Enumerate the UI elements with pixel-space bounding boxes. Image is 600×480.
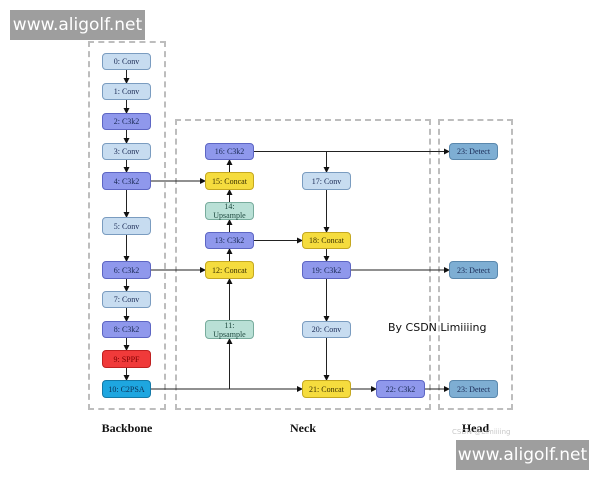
node-1-conv[interactable]: 1: Conv xyxy=(102,83,151,100)
node-17-conv[interactable]: 17: Conv xyxy=(302,172,351,190)
node-23-detect-medium[interactable]: 23: Detect xyxy=(449,261,498,279)
credit-text: By CSDN Limiiiing xyxy=(388,321,487,334)
neck-group xyxy=(175,119,431,410)
node-3-conv[interactable]: 3: Conv xyxy=(102,143,151,160)
node-18-concat[interactable]: 18: Concat xyxy=(302,232,351,249)
node-10-c2psa[interactable]: 10: C2PSA xyxy=(102,380,151,398)
node-0-conv[interactable]: 0: Conv xyxy=(102,53,151,70)
node-8-c3k2[interactable]: 8: C3k2 xyxy=(102,321,151,338)
csdn-watermark: CSDN @Limiiiing xyxy=(452,428,511,436)
head-group xyxy=(438,119,513,410)
node-15-concat[interactable]: 15: Concat xyxy=(205,172,254,190)
node-7-conv[interactable]: 7: Conv xyxy=(102,291,151,308)
node-23-detect-large[interactable]: 23: Detect xyxy=(449,143,498,160)
node-22-c3k2[interactable]: 22: C3k2 xyxy=(376,380,425,398)
node-4-c3k2[interactable]: 4: C3k2 xyxy=(102,172,151,190)
edge-10-to-11 xyxy=(151,338,233,390)
node-9-sppf[interactable]: 9: SPPF xyxy=(102,350,151,368)
node-16-c3k2[interactable]: 16: C3k2 xyxy=(205,143,254,160)
node-2-c3k2[interactable]: 2: C3k2 xyxy=(102,113,151,130)
watermark-top: www.aligolf.net xyxy=(10,10,145,40)
node-20-conv[interactable]: 20: Conv xyxy=(302,321,351,338)
node-12-concat[interactable]: 12: Concat xyxy=(205,261,254,279)
node-21-concat[interactable]: 21: Concat xyxy=(302,380,351,398)
node-14-upsample[interactable]: 14: Upsample xyxy=(205,202,254,220)
node-19-c3k2[interactable]: 19: C3k2 xyxy=(302,261,351,279)
node-23-detect-small[interactable]: 23: Detect xyxy=(449,380,498,398)
node-6-c3k2[interactable]: 6: C3k2 xyxy=(102,261,151,279)
neck-label: Neck xyxy=(290,421,316,435)
watermark-bottom: www.aligolf.net xyxy=(456,440,589,470)
backbone-label: Backbone xyxy=(101,421,153,435)
node-13-c3k2[interactable]: 13: C3k2 xyxy=(205,232,254,249)
head-label: Head xyxy=(461,421,490,435)
backbone-group xyxy=(88,41,166,410)
node-5-conv[interactable]: 5: Conv xyxy=(102,217,151,235)
node-11-upsample[interactable]: 11: Upsample xyxy=(205,320,254,339)
